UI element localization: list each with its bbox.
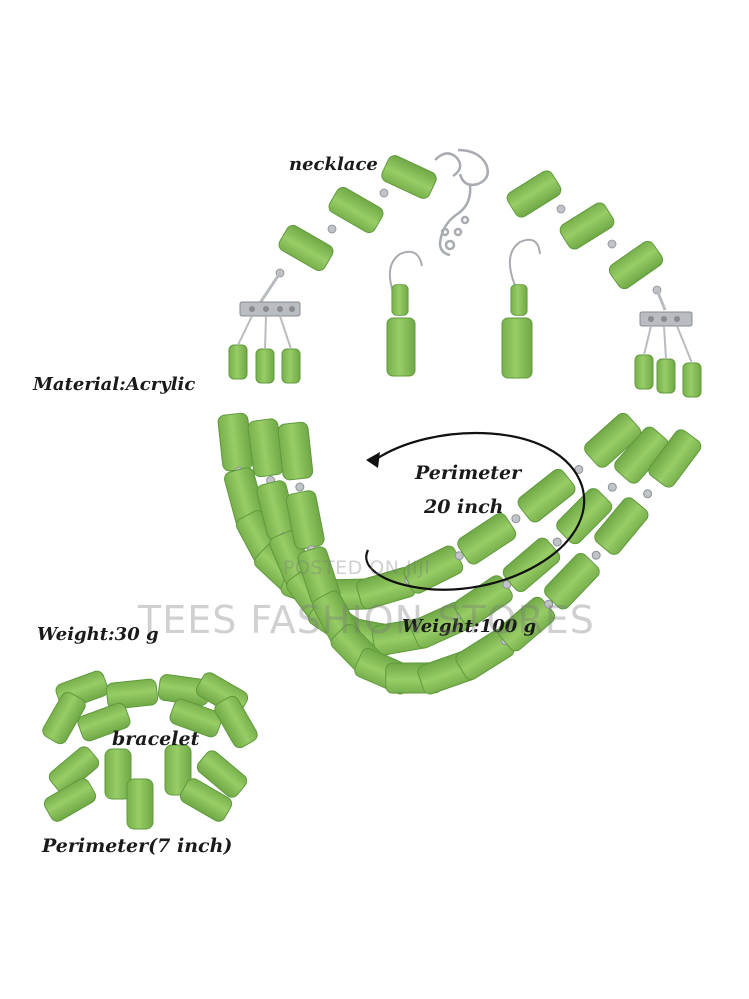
clasp-and-chain [434,148,489,257]
strand-1-bead [584,412,642,468]
necklace-three-strands [217,412,702,695]
end-cap-right [639,311,693,327]
perimeter-arrow [365,432,586,591]
strand-3-bead [277,421,314,481]
bracelet-bead [196,750,248,798]
strand-2-bead [502,537,561,593]
necklace-weight-label: Weight:100 g [402,616,537,637]
strand-3-bead [544,553,600,610]
bracelet-bead [179,778,233,822]
bracelet-weight-label: Weight:30 g [37,624,159,645]
material-label: Material:Acrylic [33,374,196,395]
bracelet-bead [126,778,154,830]
spacer-bead [511,514,521,524]
spacer-bead [454,551,464,561]
bracelet-bead [43,778,97,822]
bracelet-bead [105,678,159,710]
spacer-bead [295,482,305,492]
bracelet-image [42,670,258,830]
bracelet-bead [104,748,132,800]
perimeter-value-label: 20 inch [424,496,504,518]
strand-3-bead [648,429,702,488]
spacer-bead [591,550,601,560]
watermark-store: TEES FASHION STORES [138,598,595,642]
bracelet-perimeter-label: Perimeter(7 inch) [42,835,233,857]
earring-right [501,238,541,379]
end-cap-left [239,301,301,317]
bracelet-bead [214,695,258,749]
strand-1-bead [217,412,254,472]
watermark-posted: POSTED ON JIJI [283,557,431,579]
bracelet-bead [77,702,131,742]
bracelet-bead [42,691,86,745]
strand-1-bead [457,513,517,565]
perimeter-title-label: Perimeter [415,462,522,484]
necklace-top-strand-left [258,152,439,304]
strand-3-bead [594,497,649,555]
earring-left [386,250,423,377]
bracelet-bead [169,698,223,738]
bracelet-bead [164,744,192,796]
bracelet-label: bracelet [112,728,200,750]
strand-2-bead [556,488,613,545]
necklace-label: necklace [289,154,378,175]
spacer-bead [544,599,554,609]
spacer-bead [607,482,617,492]
necklace-top-strand-right [504,167,667,311]
necklace-right-small-beads [634,325,702,398]
spacer-bead [552,537,562,547]
spacer-bead [643,489,653,499]
strand-1-bead [517,468,576,523]
strand-2-bead [247,418,284,478]
necklace-left-small-beads [228,315,301,384]
